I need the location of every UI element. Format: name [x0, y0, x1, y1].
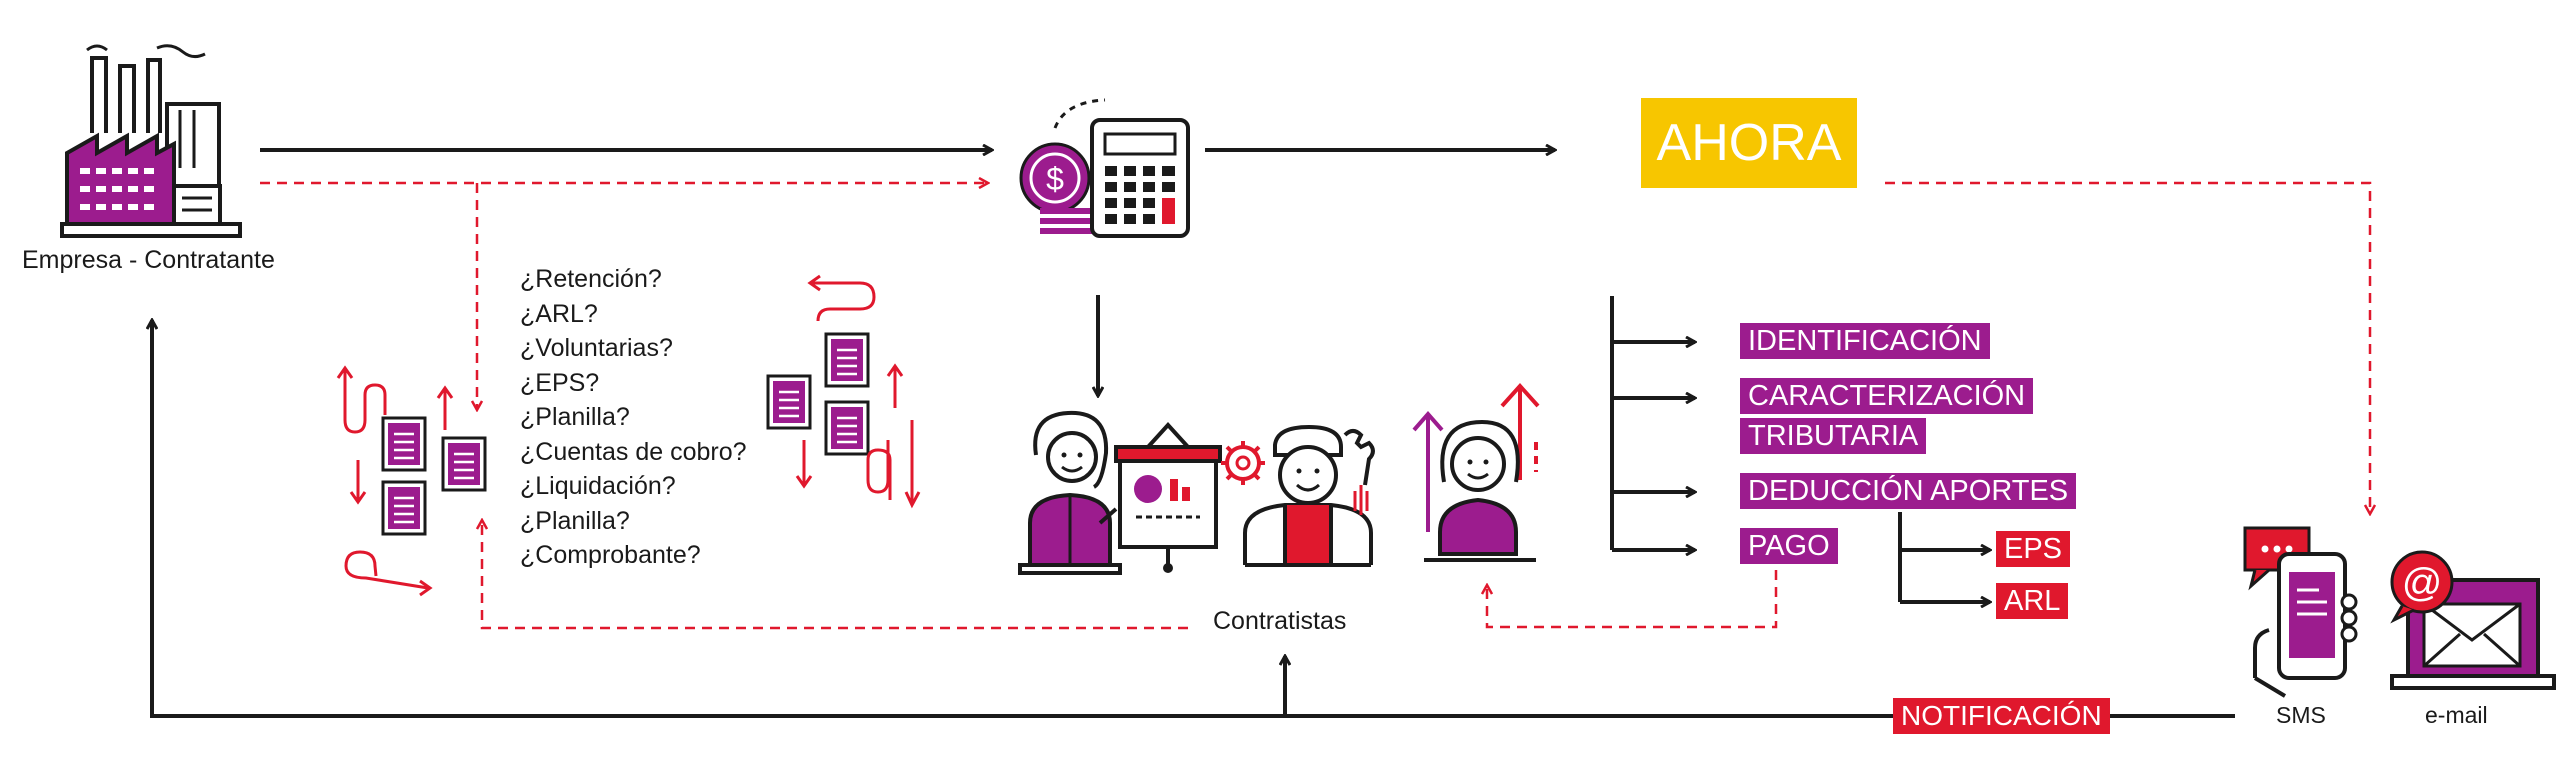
sms-label: SMS — [2276, 702, 2326, 728]
step-arl: ARL — [1996, 583, 2069, 619]
step-pago: PAGO — [1740, 528, 1838, 564]
dashed-contratistas-return — [482, 520, 1188, 630]
email-label: e-mail — [2425, 702, 2488, 728]
presenter-icon — [1018, 410, 1222, 575]
questions-list: ¿Retención? ¿ARL? ¿Voluntarias? ¿EPS? ¿P… — [520, 262, 747, 573]
document-icon — [824, 400, 870, 456]
step-tributaria: TRIBUTARIA — [1740, 418, 1927, 454]
laptop-email-icon: @ — [2390, 550, 2556, 690]
question-item: ¿Voluntarias? — [520, 334, 673, 362]
svg-text:$: $ — [1046, 161, 1064, 197]
ahora-badge: AHORA — [1641, 98, 1857, 188]
question-item: ¿Cuentas de cobro? — [520, 437, 747, 466]
question-item: ¿Retención? — [520, 265, 662, 293]
question-item: ¿Planilla? — [520, 506, 630, 535]
documents-cluster-right — [766, 274, 921, 509]
document-icon — [824, 332, 870, 388]
question-item: ¿Planilla? — [520, 403, 630, 431]
document-icon — [381, 480, 427, 536]
question-item: ¿EPS? — [520, 368, 600, 397]
empresa-label: Empresa - Contratante — [22, 246, 275, 274]
document-icon — [766, 374, 812, 430]
dashed-pago-return — [1487, 570, 1778, 629]
dashed-ahora-sms — [1885, 181, 2370, 514]
question-item: ¿Comprobante? — [520, 541, 701, 569]
calculator-coin-icon: $ — [1019, 98, 1190, 238]
document-icon — [441, 436, 487, 492]
step-caracterizacion: CARACTERIZACIÓN — [1740, 378, 2034, 414]
notificacion-badge: NOTIFICACIÓN — [1893, 698, 2110, 734]
step-identificacion: IDENTIFICACIÓN — [1740, 323, 1990, 359]
question-item: ¿Liquidación? — [520, 472, 676, 500]
squiggle-arrow-icon — [336, 365, 454, 597]
document-icon — [381, 416, 427, 472]
factory-icon — [60, 44, 242, 238]
return-line — [152, 320, 2235, 718]
squiggle-arrow-icon — [795, 274, 921, 509]
question-item: ¿ARL? — [520, 299, 598, 328]
contratistas-label: Contratistas — [1213, 607, 1347, 635]
step-deduccion-aportes: DEDUCCIÓN APORTES — [1740, 473, 2077, 509]
email-symbol: @ — [2402, 561, 2443, 605]
mechanic-icon — [1221, 424, 1375, 567]
documents-cluster-left — [336, 365, 487, 597]
step-eps: EPS — [1996, 531, 2071, 567]
woman-growth-icon — [1412, 383, 1540, 562]
phone-sms-icon — [2243, 526, 2358, 698]
